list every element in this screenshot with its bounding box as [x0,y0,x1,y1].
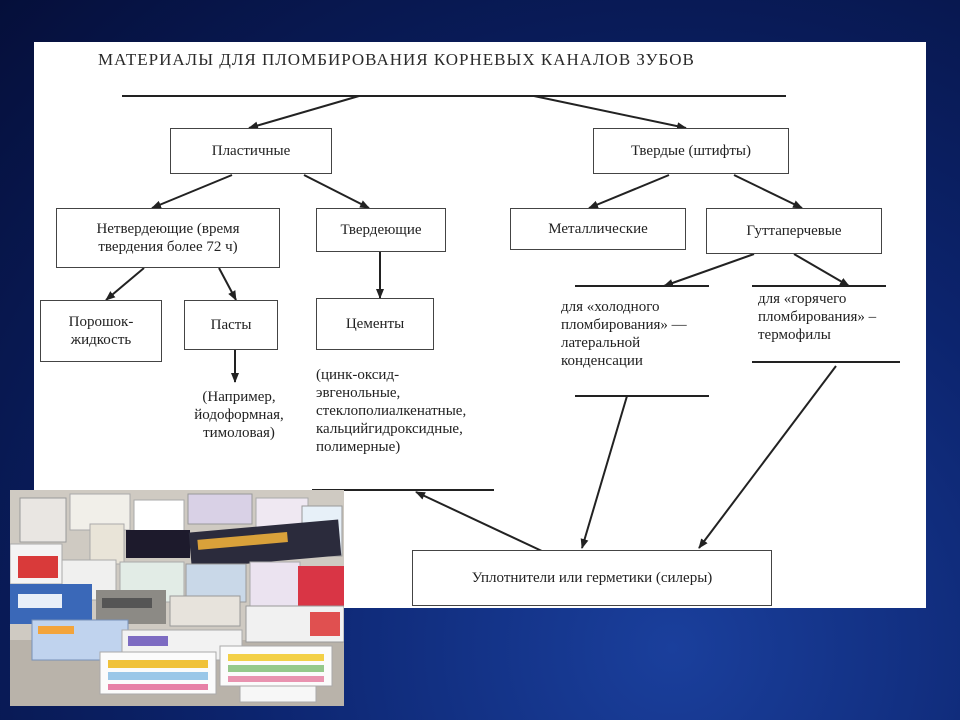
node-gutta: Гуттаперчевые [706,208,882,254]
arrow-to-solid [533,95,687,131]
node-non-hardening: Нетвердеющие (время твердения более 72 ч… [56,208,280,268]
cements-types-text: (цинк-оксид- эвгенольные, стеклополиалке… [316,367,467,455]
node-hardening: Твердеющие [316,208,446,252]
arrow-hot-to-sealers [698,365,837,549]
node-powder-liquid: Порошок-жидкость [40,300,162,362]
node-solid: Твердые (штифты) [593,128,789,174]
node-cements: Цементы [316,298,434,350]
node-metallic: Металлические [510,208,686,250]
arrow-sealers-to-cements [415,491,545,553]
arrow-to-powder [105,267,145,301]
connector-lines [105,95,900,553]
arrow-to-metallic [588,174,670,209]
arrow-to-cold [663,253,755,287]
arrow-to-pastes [218,267,237,301]
node-sealers: Уплотнители или герметики (силеры) [412,550,772,606]
product-boxes-illustration [10,490,344,706]
arrow-to-hot [793,253,850,287]
arrow-to-plastic [248,95,360,130]
cold-filling-text: для «холодного пломбирования» — латераль… [561,299,687,369]
hot-filling-text: для «горячего пломбирования» – термофилы [758,291,877,343]
dental-materials-photo [10,490,344,706]
arrow-to-non-hardening [151,174,233,209]
arrow-to-gutta [733,174,803,209]
arrow-cold-to-sealers [580,395,628,549]
node-pastes: Пасты [184,300,278,350]
node-plastic: Пластичные [170,128,332,174]
arrow-to-hardening [303,174,370,209]
diagram-title: МАТЕРИАЛЫ ДЛЯ ПЛОМБИРОВАНИЯ КОРНЕВЫХ КАН… [98,50,695,69]
pastes-example-text: (Например, йодоформная, тимоловая) [194,389,284,441]
